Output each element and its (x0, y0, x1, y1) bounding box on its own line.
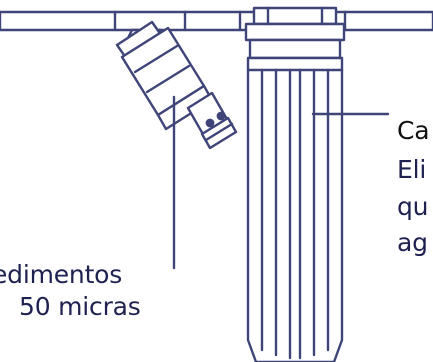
cartridge-label-line-4: ag (397, 228, 428, 257)
sediment-label-line-2: 50 micras (19, 292, 141, 321)
cartridge-housing (246, 56, 344, 362)
filter-housing-head (244, 6, 346, 60)
water-pipe (0, 10, 433, 32)
cartridge-label-line-3: qu (397, 192, 429, 221)
cartridge-label-line-1: Ca (397, 116, 430, 145)
sediment-label-line-1: edimentos (0, 260, 123, 289)
sediment-filter (115, 20, 238, 150)
cartridge-label-line-2: Eli (397, 155, 427, 184)
